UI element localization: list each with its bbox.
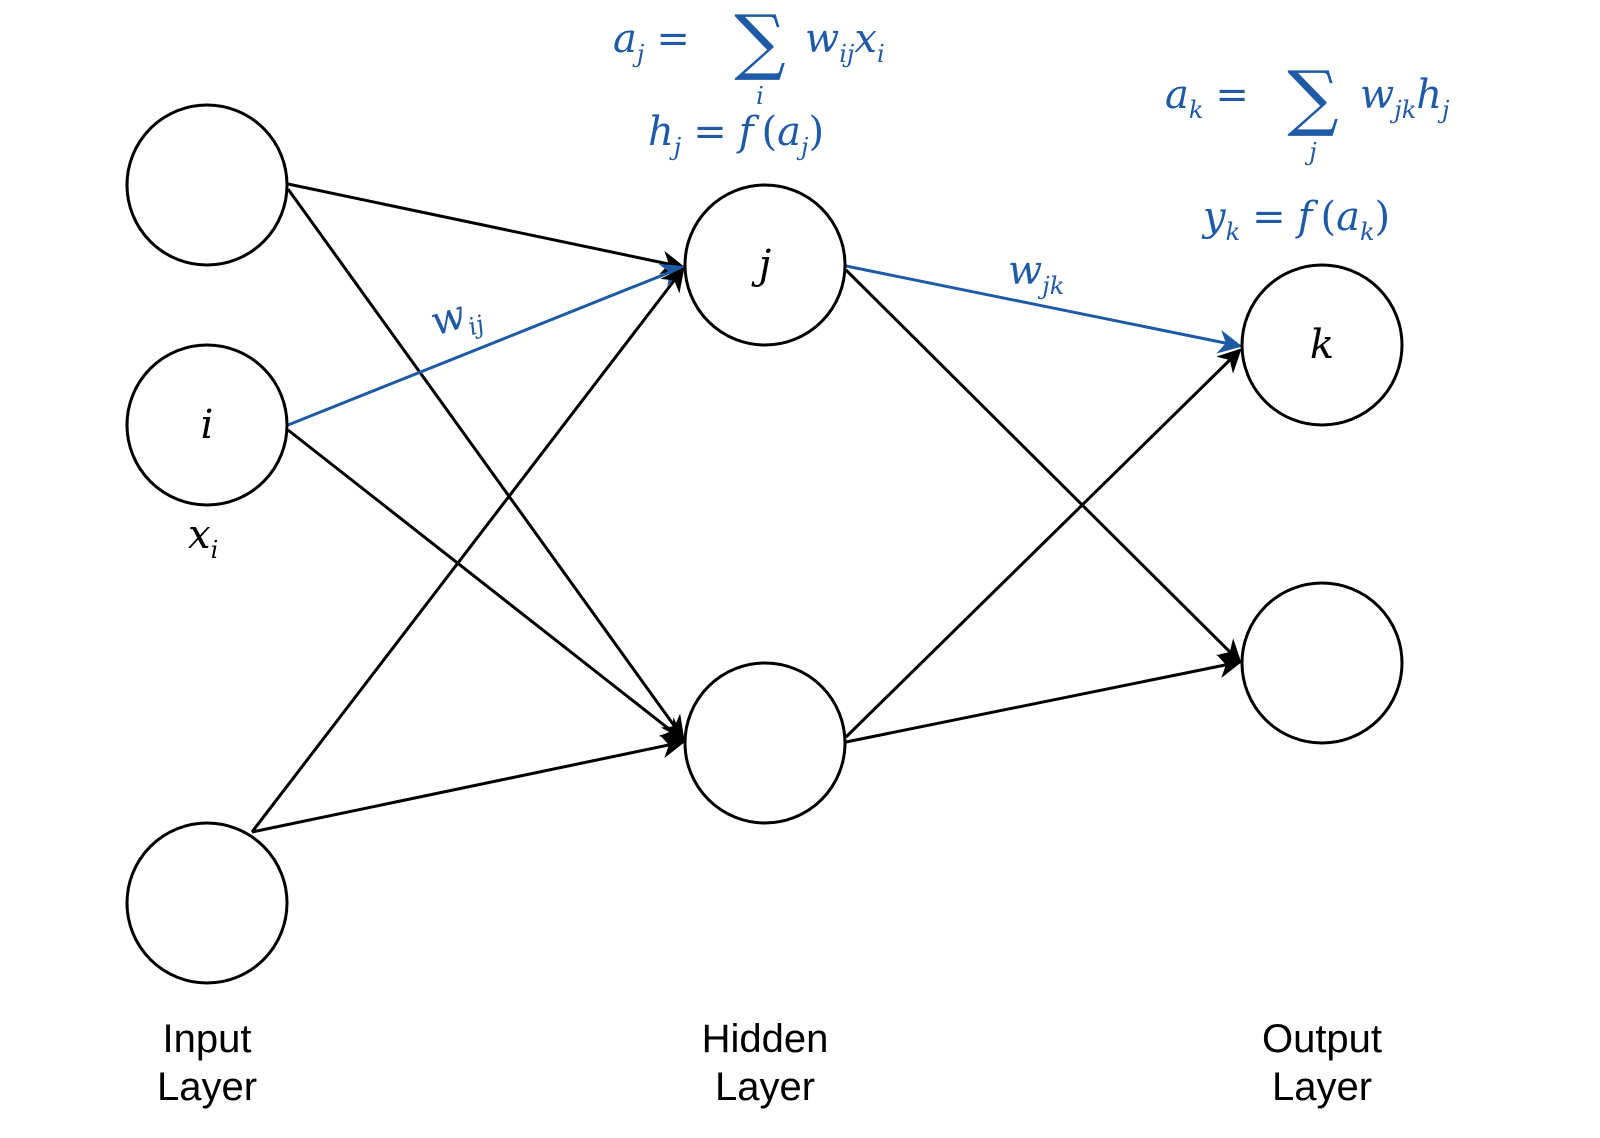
edge-input-i-hidden2 bbox=[287, 428, 685, 742]
edge-hidden2-output2 bbox=[845, 654, 1243, 744]
input-value-label: xi bbox=[188, 512, 218, 564]
weight-label-ij: wij bbox=[425, 287, 488, 351]
output-layer-label-line1: Output bbox=[1262, 1017, 1382, 1061]
input-layer-label-line2: Layer bbox=[157, 1065, 257, 1109]
output-node-2 bbox=[1240, 581, 1404, 745]
edge-input1-hidden2 bbox=[286, 188, 685, 740]
output-formula-line2: yk=f(ak) bbox=[1201, 194, 1390, 246]
output-formula-terms: wjkhj bbox=[1360, 72, 1450, 124]
edge-hidden-j-output-k bbox=[845, 264, 1243, 354]
edge-input1-hidden-j bbox=[287, 182, 686, 275]
input-node-i bbox=[125, 343, 289, 507]
output-node-k bbox=[1240, 263, 1404, 427]
weight-label-jk: wjk bbox=[1008, 248, 1064, 300]
hidden-formula-index: i bbox=[756, 82, 764, 110]
edge-hidden2-output-k bbox=[844, 348, 1242, 739]
edge-input3-hidden-j bbox=[250, 267, 685, 833]
output-formula-sum: ∑ bbox=[1287, 55, 1338, 139]
input-node-label: i bbox=[201, 402, 214, 448]
input-layer-label-line1: Input bbox=[163, 1017, 252, 1061]
output-node-label: k bbox=[1310, 322, 1334, 368]
hidden-formula-terms: wijxi bbox=[805, 16, 885, 68]
hidden-layer-label-line1: Hidden bbox=[702, 1017, 829, 1061]
output-formula-line1: ak= bbox=[1165, 72, 1249, 124]
output-formula: ak= ∑ j wjkhj yk=f(ak) bbox=[1165, 55, 1450, 246]
output-layer-label-line2: Layer bbox=[1272, 1065, 1372, 1109]
input-node-1 bbox=[125, 103, 289, 267]
hidden-node-2 bbox=[683, 661, 847, 825]
hidden-formula-sum: ∑ bbox=[734, 0, 785, 83]
hidden-layer-label-line2: Layer bbox=[715, 1065, 815, 1109]
hidden-formula-line1: aj= bbox=[613, 16, 690, 68]
hidden-formula: aj= ∑ i wijxi hj=f(aj) bbox=[613, 0, 885, 161]
output-formula-index: j bbox=[1304, 138, 1317, 166]
edge-input-i-hidden-j bbox=[287, 263, 686, 427]
hidden-formula-line2: hj=f(aj) bbox=[648, 109, 824, 161]
edge-input3-hidden2 bbox=[251, 734, 686, 834]
hidden-node-j bbox=[683, 183, 847, 347]
edge-hidden-j-output2 bbox=[844, 268, 1242, 664]
input-node-3 bbox=[125, 821, 289, 985]
